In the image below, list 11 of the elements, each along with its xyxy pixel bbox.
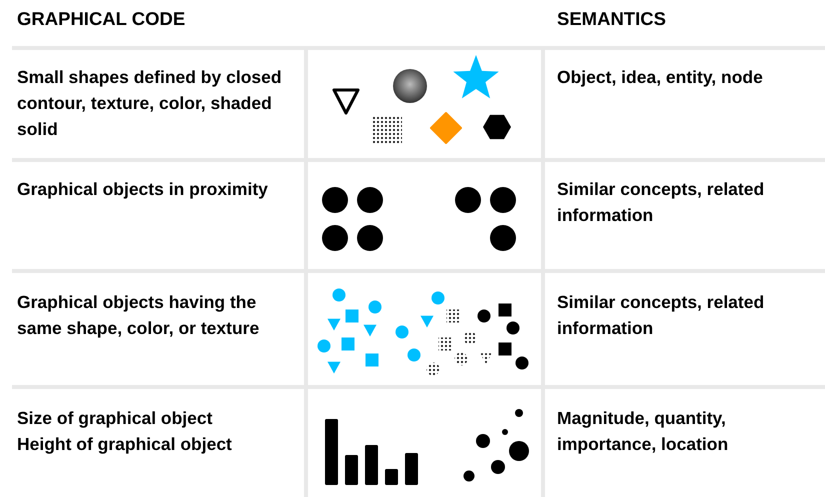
graphical-code-text: Size of graphical object [17, 407, 214, 430]
graphical-code-text: Graphical objects having the same shape, color, or texture [17, 291, 260, 340]
graphical-code-text: Graphical objects in proximity [17, 178, 269, 201]
column-header: SEMANTICS [557, 7, 667, 31]
graphical-code-text: Small shapes defined by closed contour, texture, color, shaded solid [17, 66, 283, 141]
semantics-text: Similar concepts, related information [557, 178, 766, 227]
semantics-text: Object, idea, entity, node [557, 66, 764, 89]
graphical-code-text: Height of graphical object [17, 433, 233, 456]
semantics-text: Magnitude, quantity, importance, location [557, 407, 730, 456]
column-header: GRAPHICAL CODE [17, 7, 186, 31]
semantics-text: Similar concepts, related information [557, 291, 766, 340]
